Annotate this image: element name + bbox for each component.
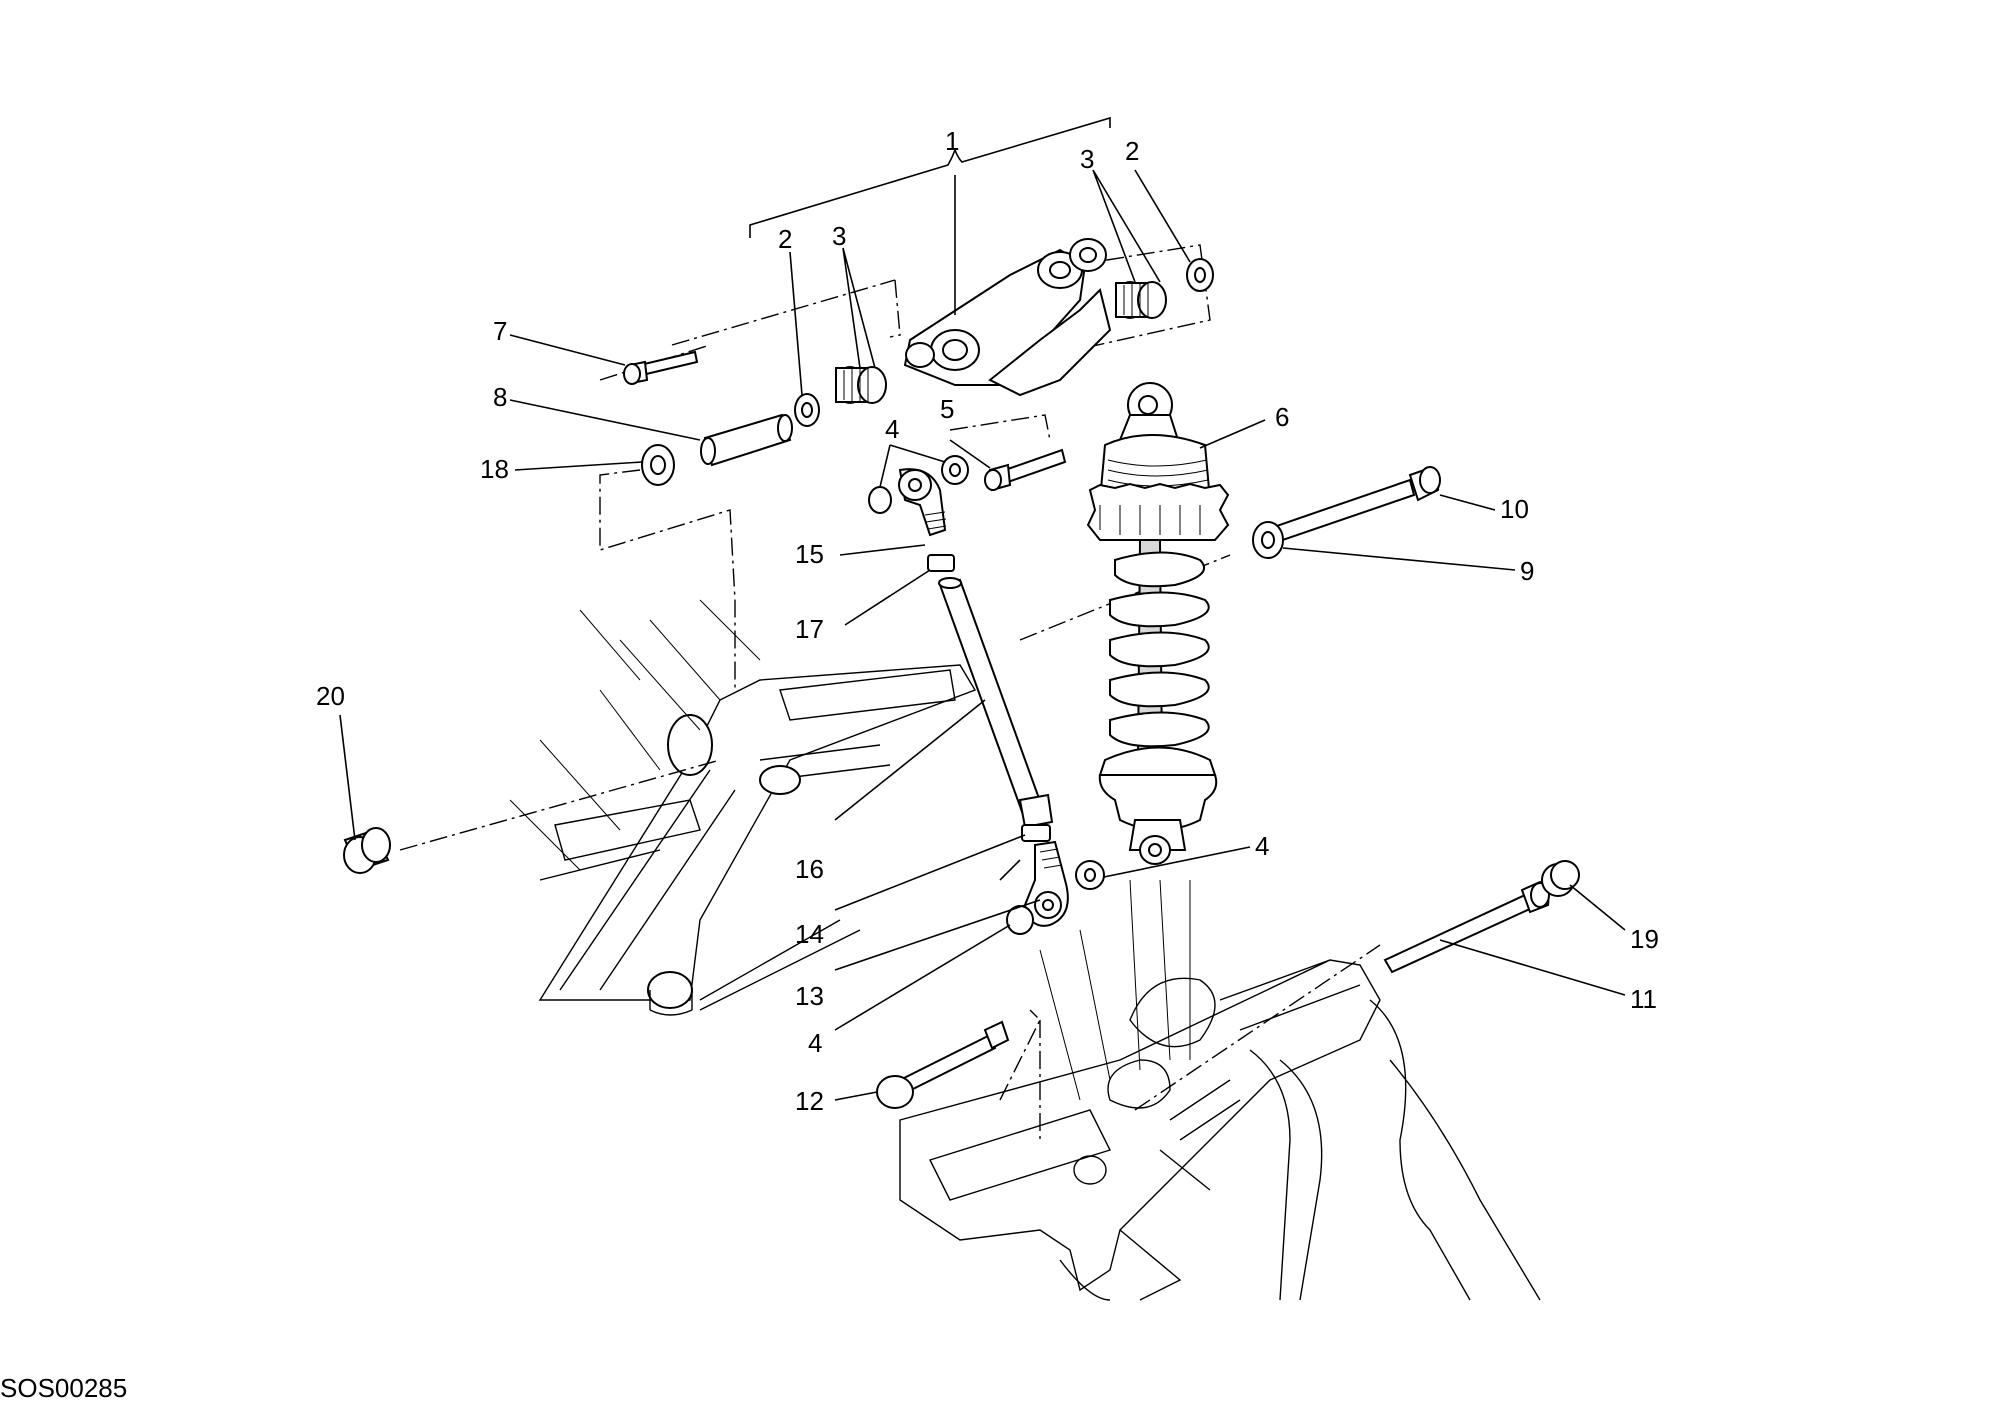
callout-19: 19 — [1630, 924, 1659, 954]
washer-right-hole — [1194, 267, 1206, 283]
bush-4-upper-right-hole — [949, 463, 961, 477]
callout-labels: 1 2 3 2 3 7 8 18 4 5 6 15 17 10 9 20 16 … — [316, 126, 1659, 1116]
bolt-7 — [623, 350, 699, 385]
callout-10: 10 — [1500, 494, 1529, 524]
drawing-code: SOS00285 — [0, 1373, 127, 1403]
callout-8: 8 — [493, 382, 507, 412]
callout-3-right: 3 — [1080, 144, 1094, 174]
frame-outline — [509, 599, 977, 1016]
callout-9: 9 — [1520, 556, 1534, 586]
shock-absorber-6 — [1086, 382, 1230, 865]
spacer-8 — [700, 413, 793, 467]
tie-rod-16 — [938, 577, 1054, 829]
washer-9 — [1252, 521, 1284, 559]
callout-20: 20 — [316, 681, 345, 711]
rod-end-15 — [898, 468, 947, 537]
callout-2-left: 2 — [778, 224, 792, 254]
callout-3-left: 3 — [832, 221, 846, 251]
callout-11: 11 — [1630, 984, 1657, 1014]
callout-4-lower-right: 4 — [1255, 831, 1269, 861]
bolt-5 — [984, 448, 1067, 492]
callout-17: 17 — [795, 614, 824, 644]
rod-end-13 — [1023, 840, 1069, 927]
bush-4-lower-right-hole — [1084, 868, 1096, 882]
rocker-linkage — [903, 238, 1112, 397]
callout-6: 6 — [1275, 402, 1289, 432]
callout-7: 7 — [493, 316, 507, 346]
washer-18 — [641, 444, 675, 486]
bearing-left — [835, 366, 887, 404]
callout-14: 14 — [795, 919, 824, 949]
callout-15: 15 — [795, 539, 824, 569]
washer-left-hole — [801, 402, 813, 418]
callout-2-right: 2 — [1125, 136, 1139, 166]
callout-5: 5 — [940, 394, 954, 424]
bolt-10 — [1263, 466, 1441, 547]
bearing-right — [1115, 281, 1167, 319]
callout-18: 18 — [480, 454, 509, 484]
cap-19 — [1541, 860, 1580, 897]
callout-13: 13 — [795, 981, 824, 1011]
bolt-12 — [876, 1020, 1010, 1109]
bush-4-upper-left — [868, 486, 892, 514]
brace-1 — [749, 116, 1111, 238]
nut-17 — [927, 554, 955, 572]
leader-lines — [339, 169, 1626, 1101]
bush-20 — [343, 827, 391, 874]
callout-4-upper: 4 — [885, 414, 899, 444]
swingarm-outline — [899, 879, 1541, 1301]
callout-4-lower-left: 4 — [808, 1028, 822, 1058]
callout-12: 12 — [795, 1086, 824, 1116]
callout-16: 16 — [795, 854, 824, 884]
bolt-11 — [1383, 880, 1550, 974]
nut-14 — [1021, 824, 1051, 842]
callout-1: 1 — [945, 126, 959, 156]
